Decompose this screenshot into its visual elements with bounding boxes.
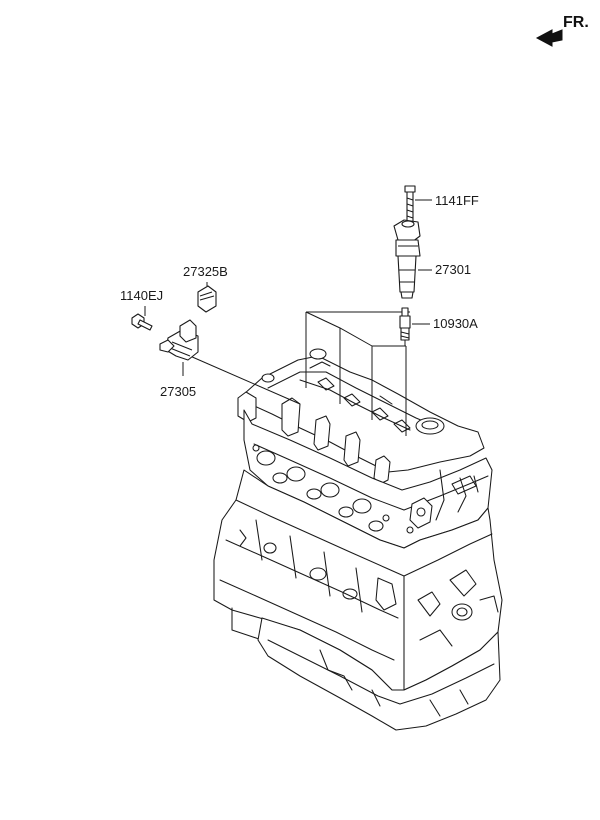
- label-27305: 27305: [160, 384, 196, 399]
- front-arrow-icon: [535, 29, 563, 47]
- front-label: FR.: [563, 14, 589, 31]
- label-27301: 27301: [435, 262, 471, 277]
- bore-leader-lines: [189, 311, 410, 436]
- oil-pan: [257, 617, 501, 731]
- ignition-coil-27301: 27301: [393, 219, 471, 299]
- sensor-bracket-27305: 27305: [159, 319, 199, 399]
- bracket-bolt-1140ej: 1140EJ: [120, 288, 163, 331]
- front-direction-indicator: FR.: [535, 14, 589, 47]
- coil-bolt-1141ff: 1141FF: [404, 185, 479, 223]
- label-10930a: 10930A: [433, 316, 478, 331]
- label-1141ff: 1141FF: [435, 193, 479, 208]
- label-27325b: 27325B: [183, 264, 228, 279]
- spark-plug-10930a: 10930A: [399, 307, 478, 346]
- valve-cover: [243, 355, 485, 473]
- sensor-connector-27325b: 27325B: [183, 264, 228, 313]
- engine-assembly: [213, 348, 503, 731]
- label-1140ej: 1140EJ: [120, 288, 163, 303]
